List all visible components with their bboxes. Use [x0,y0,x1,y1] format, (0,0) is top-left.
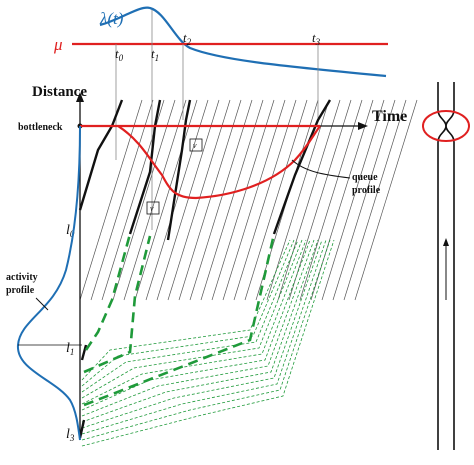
queue-profile-pointer [291,159,351,179]
background-trajectory [354,99,418,301]
background-trajectory [233,99,297,301]
background-trajectory [112,99,176,301]
dashed-trajectory [81,239,303,399]
t3-label: t3 [312,30,321,47]
background-trajectory [288,99,352,301]
background-trajectory [200,99,264,301]
distance-label: Distance [32,84,87,100]
background-trajectory [156,99,220,301]
road-schematic [437,82,455,450]
background-trajectory [222,99,286,301]
time-axis-arrow [358,122,368,130]
background-trajectory [277,99,341,301]
lambda-curve [99,6,387,78]
dashed-trajectory [81,239,299,393]
background-trajectory [123,99,187,301]
dashed-trajectory [81,239,307,405]
mu-label: μ [53,35,63,54]
queue-profile-label-2: profile [352,185,381,196]
background-trajectory [332,99,396,301]
v-label-2: v [150,204,154,213]
time-label: Time [372,108,407,125]
dashed-trajectory [81,239,319,423]
dashed-trajectory [81,239,331,441]
v-annotation-boxes [146,138,203,215]
l3-label: l3 [66,427,75,443]
flow-direction-arrowhead [443,238,449,246]
l1-label: l1 [66,341,74,357]
background-trajectory [343,99,407,301]
activity-profile-curve [16,125,81,441]
t2-label: t2 [183,30,192,47]
dashed-trajectory [81,239,311,411]
dashed-trajectory [81,239,291,381]
dashed-trajectory [81,239,295,387]
background-trajectory [299,99,363,301]
activity-pointer [35,297,49,311]
dashed-trajectories [81,239,335,447]
t1-label: t1 [151,46,159,63]
background-trajectory [321,99,385,301]
background-trajectory [167,99,231,301]
background-trajectory [134,99,198,301]
background-trajectory [189,99,253,301]
dashed-trajectory [81,239,327,435]
queue-profile-label-1: queue [352,172,378,183]
t0-label: t0 [115,46,124,63]
background-trajectory [79,99,143,301]
activity-profile-label-2: profile [6,285,35,296]
distance-axis-arrow [76,92,84,102]
v-label-1: v [193,141,197,150]
solid-trajectories [78,99,332,439]
background-trajectory [145,99,209,301]
time-marker-lines [115,10,319,230]
activity-profile-label-1: activity [6,272,38,283]
background-trajectory [90,99,154,301]
background-trajectories [79,99,418,301]
background-trajectory [244,99,308,301]
dashed-trajectory [81,239,315,417]
bottleneck-label: bottleneck [18,122,63,133]
queue-profile-curve [117,125,321,200]
background-trajectory [310,99,374,301]
background-trajectory [266,99,330,301]
background-trajectory [211,99,275,301]
bottleneck-circle [422,110,470,142]
lambda-label: λ(t) [99,9,124,28]
dashed-trajectory [81,239,323,429]
green-long-dash-trajectories [83,233,276,407]
background-trajectory [178,99,242,301]
